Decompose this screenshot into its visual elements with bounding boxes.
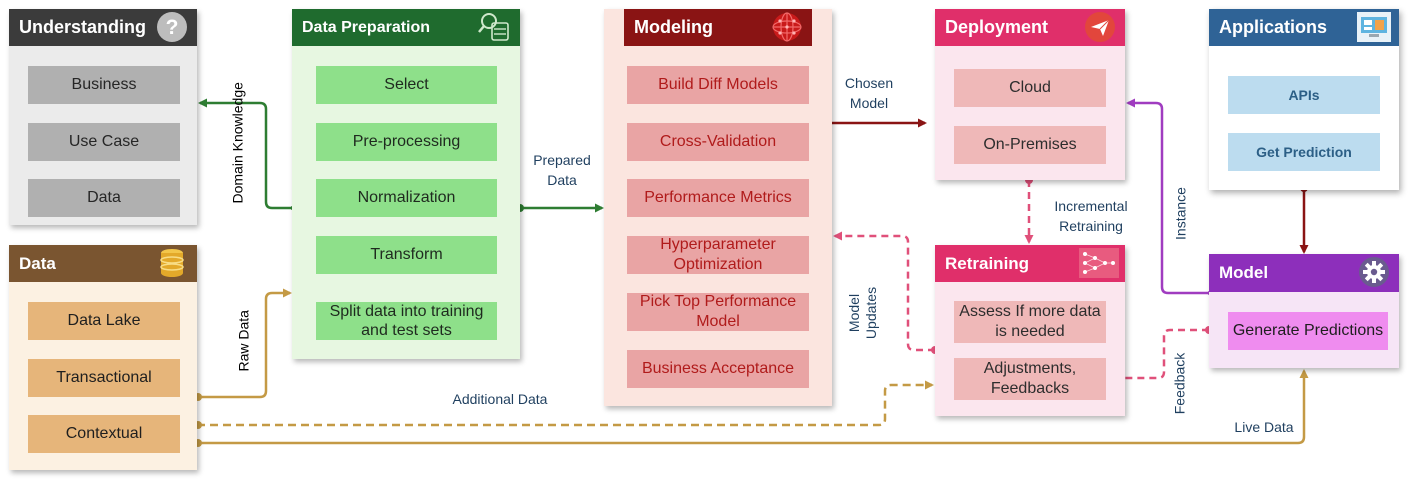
domain-knowledge-label: Domain Knowledge <box>229 82 246 204</box>
understanding-item-data: Data <box>28 179 180 217</box>
model-item-generate-predictions: Generate Predictions <box>1228 312 1388 350</box>
deployment-panel: Deployment Cloud On-Premises <box>935 9 1125 180</box>
applications-panel: Applications APIs Get Prediction <box>1209 9 1399 190</box>
understanding-header: Understanding ? <box>9 9 197 46</box>
retraining-item-assess: Assess If more data is needed <box>954 301 1106 343</box>
incremental-retraining-label: Incremental Retraining <box>1054 198 1128 234</box>
prep-item-transform: Transform <box>316 236 497 274</box>
chosen-model-label: Chosen Model <box>844 75 894 111</box>
raw-data-label: Raw Data <box>235 310 252 372</box>
additional-data-arrow <box>197 380 934 427</box>
paper-plane-icon <box>1083 11 1117 43</box>
prep-item-pre-processing: Pre-processing <box>316 123 497 161</box>
applications-title: Applications <box>1219 17 1328 37</box>
modeling-item-build-diff-models: Build Diff Models <box>627 66 809 104</box>
model-panel: Model Generate Predictions <box>1209 254 1399 368</box>
deployment-title: Deployment <box>945 17 1049 37</box>
dashboard-icon <box>1357 11 1391 43</box>
neural-sphere-icon <box>770 11 804 43</box>
modeling-title: Modeling <box>634 17 713 37</box>
svg-text:?: ? <box>166 16 179 39</box>
prep-item-split-data: Split data into training and test sets <box>316 302 497 340</box>
network-icon <box>1077 247 1121 279</box>
database-icon <box>155 247 189 279</box>
modeling-item-performance-metrics: Performance Metrics <box>627 179 809 217</box>
data-preparation-title: Data Preparation <box>302 18 431 36</box>
prep-item-normalization: Normalization <box>316 179 497 217</box>
instance-label: Instance <box>1172 187 1189 240</box>
model-header: Model <box>1209 254 1399 292</box>
retraining-panel: Retraining Assess If more data is needed… <box>935 245 1125 416</box>
deployment-item-on-premises: On-Premises <box>954 126 1106 164</box>
domain-knowledge-arrow <box>198 98 297 213</box>
question-mark-icon: ? <box>155 11 189 43</box>
additional-data-label: Additional Data <box>452 391 548 407</box>
retraining-header: Retraining <box>935 245 1125 282</box>
modeling-header: Modeling <box>624 9 812 46</box>
understanding-item-business: Business <box>28 66 180 104</box>
live-data-arrow <box>197 369 1309 445</box>
data-item-contextual: Contextual <box>28 415 180 453</box>
understanding-item-use-case: Use Case <box>28 123 180 161</box>
model-title: Model <box>1219 263 1269 282</box>
data-title: Data <box>19 253 56 273</box>
prepared-data-label: Prepared Data <box>533 152 591 188</box>
data-item-transactional: Transactional <box>28 359 180 397</box>
data-preparation-header: Data Preparation <box>292 9 520 46</box>
feedback-label: Feedback <box>1171 352 1188 415</box>
data-item-data-lake: Data Lake <box>28 302 180 340</box>
modeling-item-hyperparameter-optimization: Hyperparameter Optimization <box>627 236 809 274</box>
retraining-title: Retraining <box>945 253 1030 273</box>
gear-icon <box>1357 256 1391 288</box>
raw-data-arrow <box>197 288 292 399</box>
data-search-icon <box>478 11 512 43</box>
modeling-item-cross-validation: Cross-Validation <box>627 123 809 161</box>
applications-header: Applications <box>1209 9 1399 46</box>
deployment-header: Deployment <box>935 9 1125 46</box>
retraining-item-adjustments: Adjustments, Feedbacks <box>954 358 1106 400</box>
understanding-title: Understanding <box>19 17 147 37</box>
model-updates-label: Model Updates <box>846 286 879 340</box>
applications-item-get-prediction: Get Prediction <box>1228 133 1380 171</box>
data-preparation-panel: Data Preparation Select Pre-processing N… <box>292 9 520 359</box>
prep-item-select: Select <box>316 66 497 104</box>
modeling-panel: Modeling Build Diff Models Cross-Validat… <box>604 9 832 406</box>
understanding-panel: Understanding ? Business Use Case Data <box>9 9 197 225</box>
data-header: Data <box>9 245 197 282</box>
applications-item-apis: APIs <box>1228 76 1380 114</box>
data-panel: Data Data Lake Transactional Contextual <box>9 245 197 470</box>
instance-arrow <box>1126 98 1214 298</box>
modeling-item-business-acceptance: Business Acceptance <box>627 350 809 388</box>
live-data-label: Live Data <box>1234 419 1294 435</box>
deployment-item-cloud: Cloud <box>954 69 1106 107</box>
feedback-arrow <box>1106 328 1209 383</box>
modeling-item-pick-top-model: Pick Top Performance Model <box>627 293 809 331</box>
